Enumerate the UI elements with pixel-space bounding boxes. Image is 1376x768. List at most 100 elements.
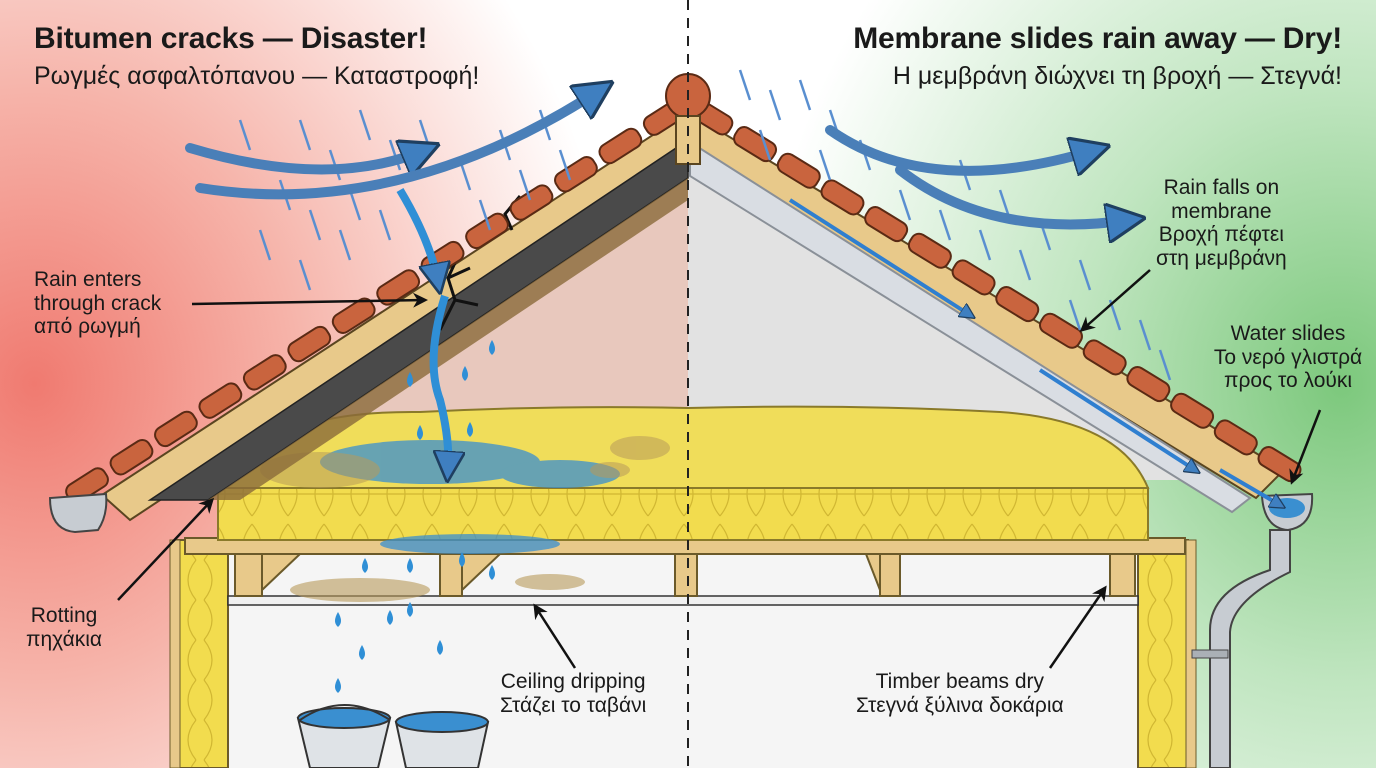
rain-streak — [358, 109, 372, 141]
label-timber-dry: Timber beams dry Στεγνά ξύλινα δοκάρια — [856, 670, 1064, 717]
rain-streak — [348, 189, 362, 221]
label-rain-falls: Rain falls on membrane Βροχή πέφτει στη … — [1156, 176, 1287, 271]
rain-streak — [558, 149, 572, 181]
roof-tile — [109, 439, 154, 476]
water-drops — [335, 340, 495, 693]
label-rain-enters-line3: από ρωγμή — [34, 315, 141, 339]
ridge-post — [675, 115, 701, 165]
water-drop — [407, 558, 413, 573]
label-timber-dry-line2: Στεγνά ξύλινα δοκάρια — [856, 693, 1064, 717]
water-drop — [467, 422, 473, 437]
room-right-wall — [1137, 539, 1189, 768]
rain-streak — [518, 169, 532, 201]
rain-streak — [938, 209, 952, 241]
water-drop — [459, 552, 465, 567]
rain-streak — [298, 259, 312, 291]
label-water-slides-line2: Το νερό γλιστρά — [1213, 345, 1363, 369]
leader-arrows — [117, 269, 1322, 669]
water-stream — [429, 294, 449, 470]
label-rain-falls-line2: membrane — [1171, 199, 1272, 223]
rain-streak — [258, 229, 272, 261]
water-drop — [359, 645, 365, 660]
ceiling-stains — [290, 574, 585, 602]
label-rotting-line2: πηχάκια — [26, 627, 103, 651]
rain-streak — [338, 229, 352, 261]
label-ceiling-dripping: Ceiling dripping Στάζει το ταβάνι — [500, 670, 646, 717]
flow-arrows — [185, 90, 1130, 224]
water-drop — [335, 612, 341, 627]
room-left-wall — [177, 539, 229, 768]
roof-tile — [951, 259, 996, 296]
roof-tile — [598, 127, 643, 165]
roof-tile — [509, 184, 554, 221]
roof-tile — [1213, 419, 1258, 456]
water-drop — [362, 558, 368, 573]
rain-streak — [378, 209, 392, 241]
roof-tile — [776, 152, 821, 189]
rain-streak — [768, 89, 782, 121]
rain-streak — [758, 129, 772, 161]
left-subtitle: Ρωγμές ασφαλτόπανου — Καταστροφή! — [34, 62, 480, 90]
rotting-battens — [208, 178, 688, 500]
label-rain-falls-line3: Βροχή πέφτει — [1158, 223, 1284, 247]
water-drop — [335, 678, 341, 693]
roof-tile — [331, 297, 376, 334]
label-rain-enters-line2: through crack — [34, 291, 162, 315]
rain-streak — [978, 229, 992, 261]
downpipe-clamp — [1191, 649, 1229, 659]
water-drop — [489, 340, 495, 355]
label-timber-dry-line1: Timber beams dry — [875, 670, 1045, 693]
roof-tile — [1038, 312, 1083, 349]
label-water-slides-line3: προς το λούκι — [1223, 369, 1353, 393]
roof-tile — [1082, 339, 1127, 376]
water-drop — [462, 366, 468, 381]
wall-timber-left — [169, 539, 181, 768]
rain-streak — [1078, 259, 1092, 291]
label-rain-enters-line1: Rain enters — [34, 268, 142, 291]
water-drop — [437, 640, 443, 655]
roof-tile — [1170, 392, 1215, 429]
rain-streak — [1158, 349, 1172, 381]
water-drop — [489, 565, 495, 580]
label-water-slides: Water slides Το νερό γλιστρά προς το λού… — [1200, 322, 1376, 393]
roof-tile — [995, 286, 1040, 323]
joist-braces — [234, 553, 1136, 597]
water-drop — [417, 425, 423, 440]
label-water-slides-line1: Water slides — [1230, 322, 1346, 345]
rain-streak — [738, 69, 752, 101]
roof-tile — [820, 179, 865, 216]
roof-tile — [733, 126, 778, 163]
bucket-2 — [394, 711, 490, 768]
roof-tile — [376, 269, 421, 306]
rain-streak — [898, 189, 912, 221]
roof-tile — [287, 325, 332, 363]
rain-streak — [308, 209, 322, 241]
label-rotting: Rotting πηχάκια — [26, 604, 102, 651]
rain-streak — [1138, 319, 1152, 351]
water-drop — [387, 610, 393, 625]
downpipe — [1209, 529, 1291, 768]
rain-streak — [1018, 249, 1032, 281]
roof-tile — [465, 212, 509, 250]
membrane-flow-arrows — [788, 198, 1280, 505]
right-roof-tiles — [689, 99, 1302, 483]
left-title: Bitumen cracks — Disaster! — [34, 22, 428, 55]
rain-streak — [818, 149, 832, 181]
rain-into-crack-arrow — [396, 187, 438, 282]
label-rain-enters: Rain enters through crack από ρωγμή — [34, 268, 161, 339]
water-drop — [407, 602, 413, 617]
right-subtitle: Η μεμβράνη διώχνει τη βροχή — Στεγνά! — [892, 62, 1342, 90]
rain-streak — [298, 119, 312, 151]
label-ceiling-dripping-line2: Στάζει το ταβάνι — [500, 693, 647, 717]
roof-tile — [1126, 366, 1171, 403]
rain-streak — [798, 79, 812, 111]
rain-streak — [238, 119, 252, 151]
left-roof-tiles — [65, 99, 687, 504]
label-rain-falls-line4: στη μεμβράνη — [1156, 247, 1287, 271]
water-drop — [407, 372, 413, 387]
insulation-blanket — [217, 487, 1149, 541]
rain-streak — [478, 199, 492, 231]
roof-tile — [864, 206, 909, 243]
label-rotting-line1: Rotting — [30, 604, 98, 627]
